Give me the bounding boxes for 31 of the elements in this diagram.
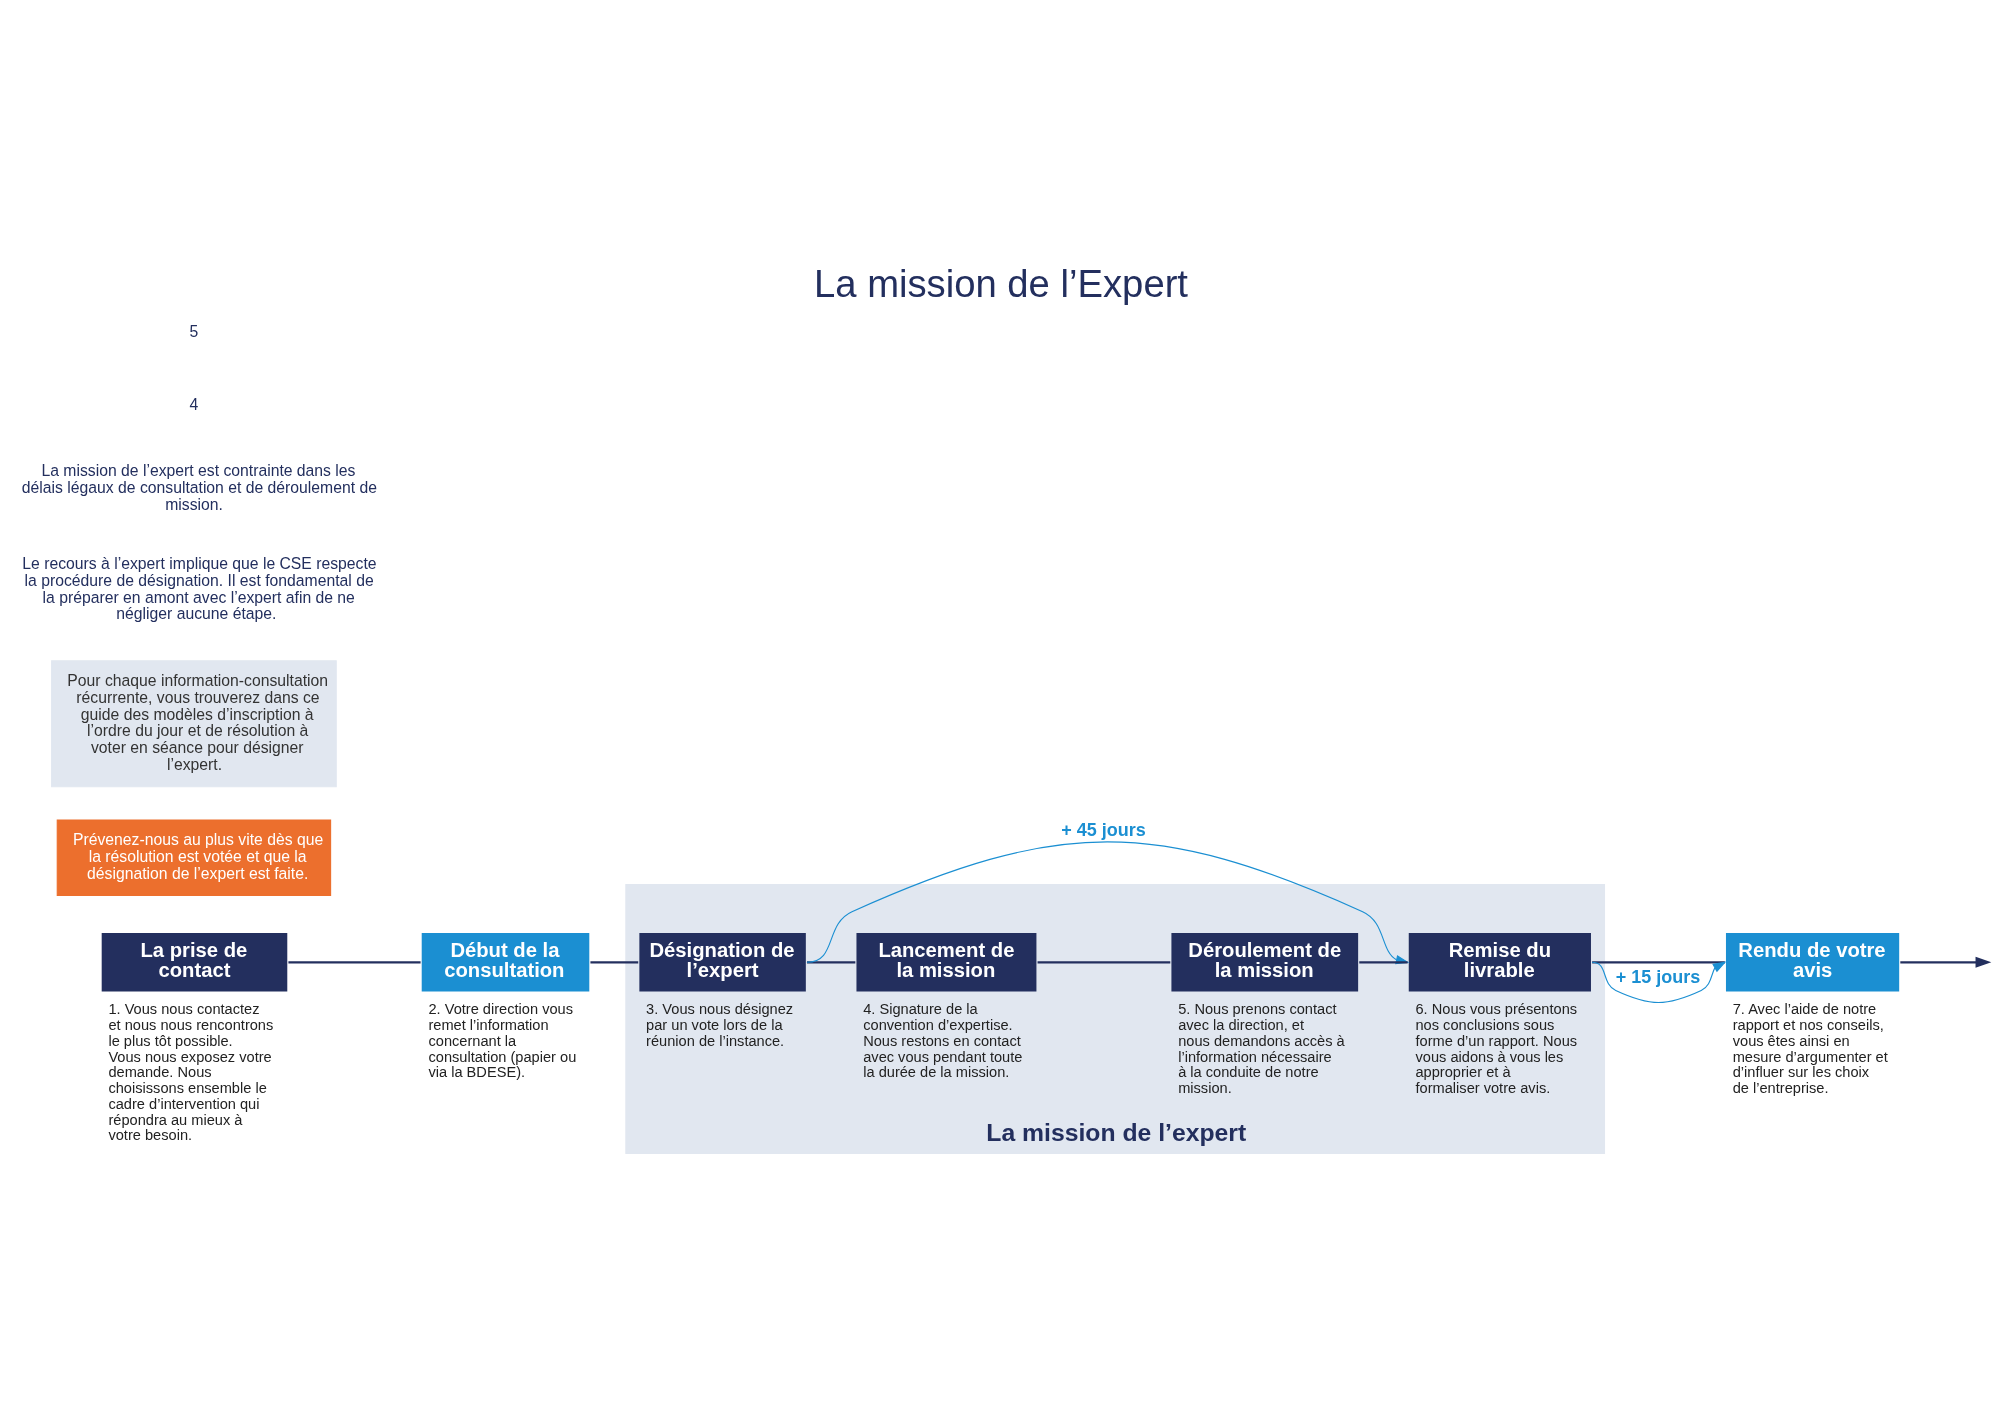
node-box: Pour chaque information-consultation récurrente, vous trouverez dans ce guide des modèles d’inscription à l’ordre du jour et de résolution à voter en séance pour désigner l’expert. bbox=[51, 660, 337, 788]
node-box: Désignation de l’expert bbox=[639, 933, 806, 992]
node-box: Lancement de la mission bbox=[856, 933, 1037, 992]
connector bbox=[806, 961, 856, 964]
edge-label: + 15 jours bbox=[1615, 967, 1701, 988]
label: 4 bbox=[189, 395, 199, 413]
connector bbox=[1359, 961, 1408, 964]
label: Le recours à l’expert implique que le CSE respecte la procédure de désignation. Il est fondamental de la préparer en amont avec l’expert afin de ne négliger aucune étape. bbox=[22, 554, 377, 623]
connector bbox=[288, 961, 421, 964]
arrow bbox=[1591, 961, 1727, 1003]
node-label: 6. Nous vous présentons nos conclusions sous forme d’un rapport. Nous vous aidons à vous les approprier et à formaliser votre avis. bbox=[1415, 1001, 1578, 1097]
node-label: 3. Vous nous désignez par un vote lors de la réunion de l’instance. bbox=[646, 1001, 794, 1049]
arrow bbox=[1900, 956, 1992, 968]
node-label: 7. Avec l’aide de notre rapport et nos conseils, vous êtes ainsi en mesure d’argumenter et d’influer sur les choix de l’entreprise. bbox=[1732, 1001, 1888, 1097]
node-box: Rendu de votre avis bbox=[1725, 933, 1900, 992]
node-box: La prise de contact bbox=[101, 933, 288, 992]
node-box: Déroulement de la mission bbox=[1171, 933, 1359, 992]
node-box: Début de la consultation bbox=[421, 933, 590, 992]
label: La mission de l’expert est contrainte dans les délais légaux de consultation et de déroulement de mission. bbox=[21, 462, 377, 513]
node-label: 2. Votre direction vous remet l’information concernant la consultation (papier ou via la BDESE). bbox=[428, 1001, 577, 1081]
connector bbox=[1037, 961, 1171, 964]
label: 5 bbox=[189, 322, 199, 340]
node-label: 4. Signature de la convention d’expertise. Nous restons en contact avec vous pendant toute la durée de la mission. bbox=[863, 1001, 1023, 1081]
connector bbox=[1592, 961, 1725, 964]
node-label: 1. Vous nous contactez et nous nous rencontrons le plus tôt possible. Vous nous exposez votre demande. Nous choisissons ensemble le cadre d’intervention qui répondra au mieux à votre besoin. bbox=[108, 1001, 274, 1144]
diagram-title: La mission de l’Expert bbox=[813, 261, 1189, 305]
connector bbox=[590, 961, 639, 964]
edge-label: + 45 jours bbox=[1061, 820, 1146, 841]
node-box: Prévenez-nous au plus vite dès que la résolution est votée et que la désignation de l’expert est faite. bbox=[56, 819, 332, 896]
node-box: Remise du livrable bbox=[1408, 933, 1591, 992]
node-label: 5. Nous prenons contact avec la direction, et nous demandons accès à l’information nécessaire à la conduite de notre mission. bbox=[1178, 1001, 1345, 1097]
